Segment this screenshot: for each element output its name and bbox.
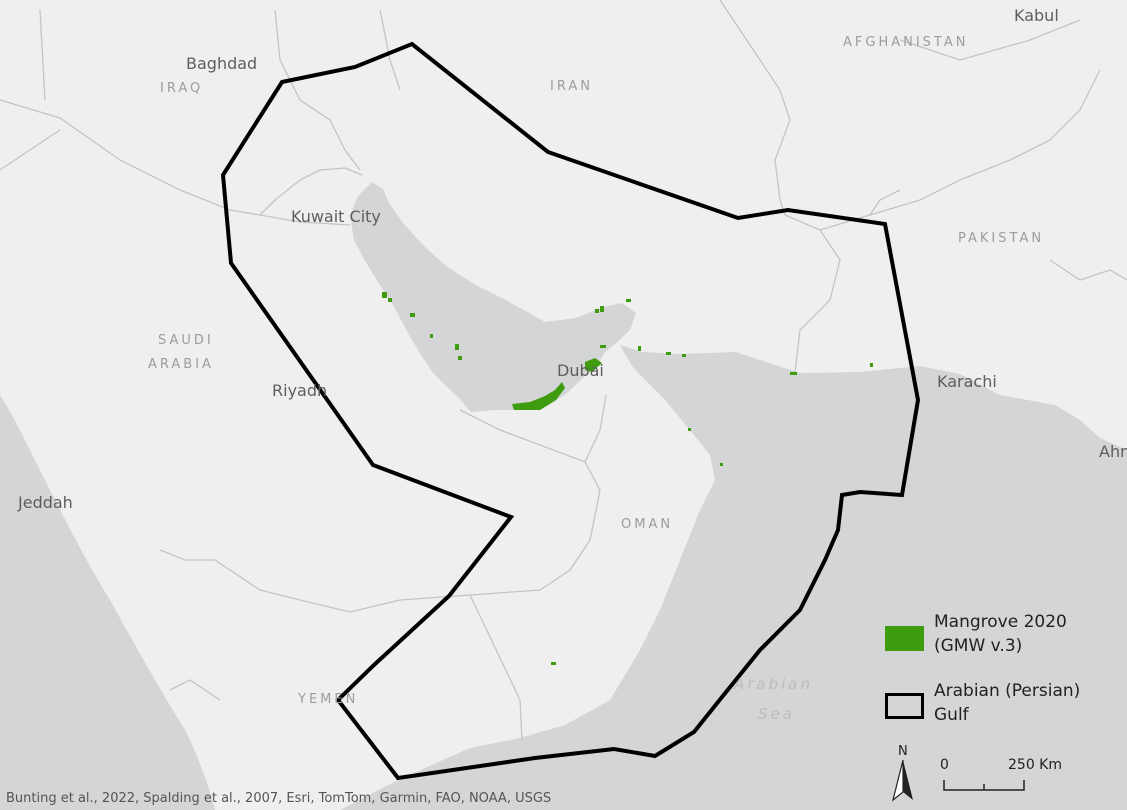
sea-label-line2: Sea xyxy=(758,705,795,723)
country-label-oman: OMAN xyxy=(621,517,674,532)
city-label-dubai: Dubai xyxy=(557,361,604,380)
arabian-sea xyxy=(340,345,1127,810)
scale-label-start: 0 xyxy=(940,757,949,773)
gulf-legend-label-line1: Arabian (Persian) xyxy=(934,681,1081,701)
country-label-yemen: YEMEN xyxy=(298,692,359,707)
city-label-kuwait-city: Kuwait City xyxy=(291,207,381,226)
red-sea xyxy=(0,395,215,810)
mangrove-patches xyxy=(382,292,873,665)
city-label-riyadh: Riyadh xyxy=(272,381,328,400)
gulf-legend-swatch xyxy=(885,693,924,719)
city-label-ahm: Ahm xyxy=(1099,442,1127,461)
country-label-saudi-line1: SAUDI xyxy=(158,333,214,348)
mangrove-legend-swatch xyxy=(885,626,924,651)
mangrove-legend-label-line1: Mangrove 2020 xyxy=(934,612,1067,632)
country-label-iran: IRAN xyxy=(550,79,593,94)
north-arrow-icon xyxy=(892,760,913,802)
city-label-kabul: Kabul xyxy=(1014,6,1059,25)
study-region-outline xyxy=(220,41,921,781)
persian-gulf xyxy=(350,182,636,412)
country-label-afghanistan: AFGHANISTAN xyxy=(843,35,969,50)
country-label-saudi-line2: ARABIA xyxy=(148,357,214,372)
sea-label-line1: Arabian xyxy=(734,675,814,693)
north-arrow-label: N xyxy=(898,744,908,759)
country-label-pakistan: PAKISTAN xyxy=(958,231,1045,246)
scale-bar xyxy=(943,780,1025,791)
city-label-baghdad: Baghdad xyxy=(186,54,258,73)
country-label-iraq: IRAQ xyxy=(160,81,204,96)
city-label-jeddah: Jeddah xyxy=(18,493,73,512)
gulf-legend-label-line2: Gulf xyxy=(934,705,969,725)
city-label-karachi: Karachi xyxy=(937,372,997,391)
mangrove-legend-label-line2: (GMW v.3) xyxy=(934,636,1023,656)
attribution-text: Bunting et al., 2022, Spalding et al., 2… xyxy=(6,791,552,806)
country-borders xyxy=(0,0,1127,741)
scale-label-end: 250 Km xyxy=(1008,757,1062,773)
